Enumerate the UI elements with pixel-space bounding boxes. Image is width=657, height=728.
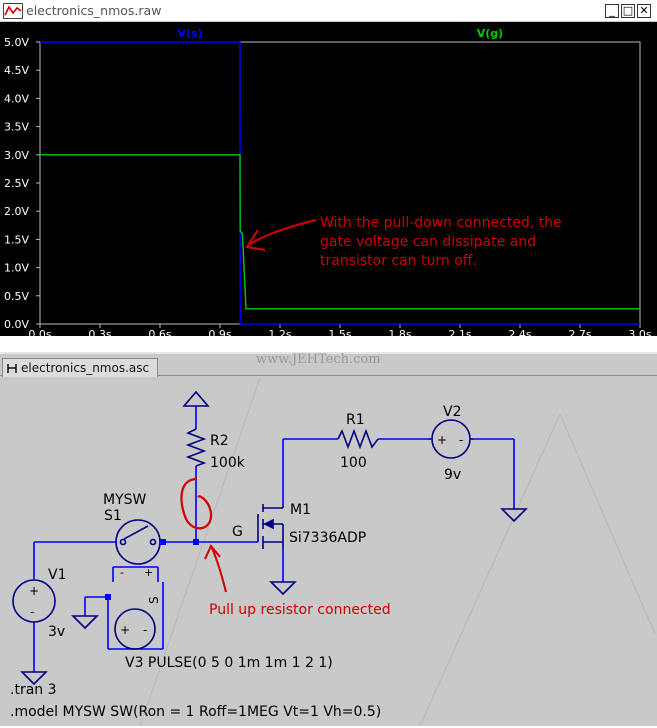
annotation-line-3: transistor can turn off. bbox=[320, 253, 477, 269]
annotation-line-1: With the pull-down connected, the bbox=[320, 215, 562, 231]
switch-name: S1 bbox=[104, 508, 122, 524]
v2-minus: - bbox=[459, 433, 463, 447]
node-markers bbox=[105, 539, 199, 600]
v2-value: 9v bbox=[444, 467, 461, 483]
switch-model: MYSW bbox=[103, 492, 147, 508]
y-tick-label: 5.0V bbox=[4, 36, 29, 49]
waveform-window: electronics_nmos.raw _ □ ✕ 0.0V 0.5V 1.0V 1… bbox=[0, 0, 657, 352]
close-button[interactable]: ✕ bbox=[637, 4, 651, 18]
v3-source-icon bbox=[114, 608, 156, 650]
x-tick-label: 1.5s bbox=[328, 328, 351, 341]
m1-model: Si7336ADP bbox=[289, 530, 366, 546]
plot-area[interactable] bbox=[0, 22, 657, 336]
schematic-titlebar[interactable]: electronics_nmos.asc bbox=[0, 356, 657, 377]
r1-resistor-icon bbox=[337, 428, 379, 450]
r2-value: 100k bbox=[210, 455, 246, 471]
y-tick-label: 2.0V bbox=[4, 205, 29, 218]
series-line-vs[interactable] bbox=[40, 41, 640, 325]
r1-value: 100 bbox=[340, 455, 367, 471]
schematic-window-title: electronics_nmos.asc bbox=[21, 361, 150, 375]
pullup-annotation: Pull up resistor connected bbox=[180, 477, 391, 618]
schematic-components bbox=[12, 390, 528, 686]
m1-ground-icon bbox=[269, 581, 297, 596]
v1-value: 3v bbox=[48, 624, 65, 640]
v2-name: V2 bbox=[443, 404, 461, 420]
waveform-titlebar[interactable]: electronics_nmos.raw _ □ ✕ bbox=[0, 0, 657, 22]
schematic-tab[interactable]: electronics_nmos.asc bbox=[2, 358, 159, 377]
v1-source-icon bbox=[12, 579, 56, 623]
schematic-app-icon bbox=[7, 364, 17, 373]
x-tick-label: 0.0s bbox=[28, 328, 51, 341]
y-tick-label: 0.0V bbox=[4, 318, 29, 331]
schematic-wires bbox=[33, 406, 515, 672]
waveform-app-icon bbox=[3, 3, 23, 19]
x-tick-label: 0.6s bbox=[148, 328, 171, 341]
waveform-annotation: With the pull-down connected, the gate v… bbox=[245, 215, 562, 269]
v3-minus: - bbox=[143, 623, 147, 637]
waveform-plot[interactable]: 0.0V 0.5V 1.0V 1.5V 2.0V 2.5V 3.0V 3.5V 4.0V 4.5V… bbox=[0, 22, 657, 352]
schematic-canvas[interactable]: R2 100k R1 100 V2 9v M1 Si7336ADP G MYSW… bbox=[0, 354, 657, 728]
v3-definition: V3 PULSE(0 5 0 1m 1m 1 2 1) bbox=[125, 655, 333, 671]
vdd-arrow-icon bbox=[182, 390, 210, 407]
y-tick-label: 3.0V bbox=[4, 149, 29, 162]
annotation-line-2: gate voltage can dissipate and bbox=[320, 234, 536, 250]
y-tick-label: 3.5V bbox=[4, 121, 29, 134]
m1-name: M1 bbox=[290, 502, 311, 518]
x-tick-label: 0.3s bbox=[88, 328, 111, 341]
r1-name: R1 bbox=[346, 412, 365, 428]
x-tick-label: 2.1s bbox=[448, 328, 471, 341]
legend-vs[interactable]: V(s) bbox=[177, 27, 202, 40]
v1-ground-icon bbox=[20, 671, 48, 686]
r2-resistor-icon bbox=[185, 428, 207, 467]
y-tick-label: 4.0V bbox=[4, 92, 29, 105]
model-directive[interactable]: .model MYSW SW(Ron = 1 Roff=1MEG Vt=1 Vh… bbox=[10, 704, 381, 720]
schematic-window: R2 100k R1 100 V2 9v M1 Si7336ADP G MYSW… bbox=[0, 352, 657, 728]
x-tick-label: 2.7s bbox=[568, 328, 591, 341]
switch-s-label: S bbox=[147, 596, 161, 604]
control-ground-icon bbox=[71, 615, 99, 630]
x-tick-label: 3.0s bbox=[628, 328, 651, 341]
watermark: www.JEHTech.com bbox=[256, 352, 381, 367]
minimize-button[interactable]: _ bbox=[605, 4, 619, 18]
maximize-button[interactable]: □ bbox=[621, 4, 635, 18]
m1-transistor-icon bbox=[257, 504, 284, 549]
v1-name: V1 bbox=[48, 567, 66, 583]
series-line-vg[interactable] bbox=[40, 154, 640, 310]
y-tick-label: 2.5V bbox=[4, 177, 29, 190]
y-tick-label: 0.5V bbox=[4, 290, 29, 303]
gate-label: G bbox=[232, 524, 243, 540]
pullup-annotation-text: Pull up resistor connected bbox=[209, 602, 391, 618]
v3-plus: + bbox=[120, 623, 130, 637]
s1-switch-icon bbox=[115, 519, 161, 565]
legend-vg[interactable]: V(g) bbox=[477, 27, 503, 40]
y-tick-label: 1.0V bbox=[4, 262, 29, 275]
y-tick-label: 1.5V bbox=[4, 233, 29, 246]
switch-plus: + bbox=[144, 566, 153, 579]
v1-minus: - bbox=[30, 605, 34, 619]
x-tick-label: 0.9s bbox=[208, 328, 231, 341]
x-tick-label: 2.4s bbox=[508, 328, 531, 341]
switch-minus: - bbox=[120, 566, 124, 579]
r2-name: R2 bbox=[210, 433, 229, 449]
v1-plus: + bbox=[29, 584, 39, 598]
x-tick-label: 1.8s bbox=[388, 328, 411, 341]
y-tick-label: 4.5V bbox=[4, 64, 29, 77]
ground-icon bbox=[500, 508, 528, 523]
waveform-window-title: electronics_nmos.raw bbox=[26, 3, 162, 18]
v2-plus: + bbox=[437, 433, 447, 447]
tran-directive[interactable]: .tran 3 bbox=[10, 682, 57, 698]
x-tick-label: 1.2s bbox=[268, 328, 291, 341]
